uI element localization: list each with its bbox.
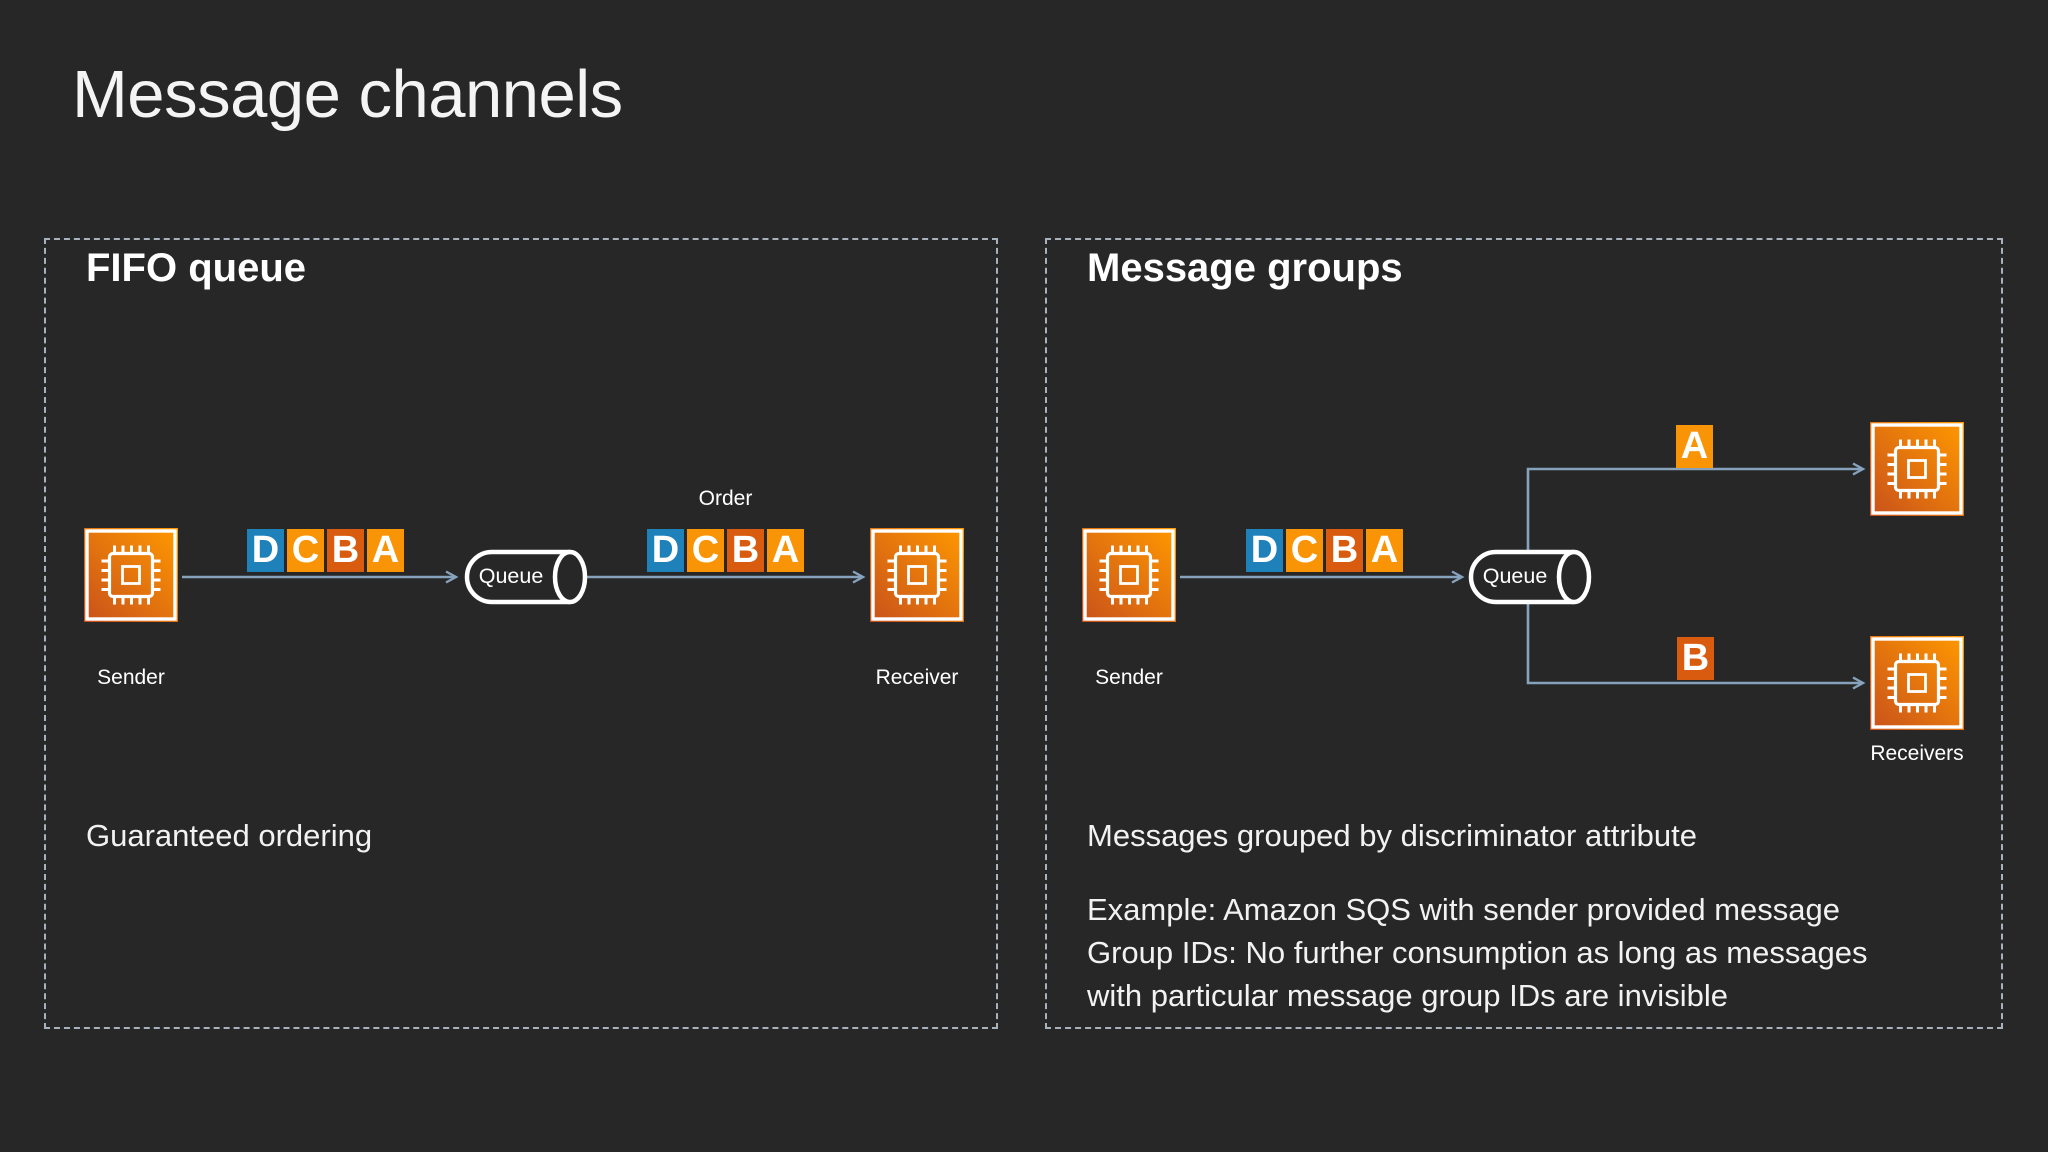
message-block-a: A: [367, 529, 404, 572]
arrow-group-a-branch: [1526, 462, 1866, 553]
message-groups-panel-heading: Message groups: [1087, 246, 1403, 290]
queue-cylinder-end-icon: [1556, 549, 1592, 605]
message-sequence: D C B A: [647, 529, 804, 572]
example-text-line: Example: Amazon SQS with sender provided…: [1087, 892, 1840, 927]
order-label: Order: [698, 487, 753, 510]
processor-chip-icon: [1870, 636, 1964, 730]
receiver-a-icon: [1870, 422, 1964, 516]
message-block-c: C: [287, 529, 324, 572]
sender-label: Sender: [1095, 666, 1163, 689]
message-block-d: D: [247, 529, 284, 572]
receivers-label: Receivers: [1870, 742, 1964, 765]
group-a-badge: A: [1676, 425, 1713, 468]
queue-cylinder-end-icon: [552, 549, 588, 605]
message-block-c: C: [687, 529, 724, 572]
sender-icon: [1082, 528, 1176, 622]
sender-label: Sender: [97, 666, 165, 689]
message-block-a: A: [1366, 529, 1403, 572]
sender-icon: [84, 528, 178, 622]
queue-label: Queue: [1482, 564, 1548, 588]
message-block-b: B: [1326, 529, 1363, 572]
queue-cylinder-icon: [1468, 549, 1574, 605]
example-text: Example: Amazon SQS with sender provided…: [1087, 888, 1868, 1017]
queue-label: Queue: [478, 564, 544, 588]
groups-caption: Messages grouped by discriminator attrib…: [1087, 818, 1697, 853]
processor-chip-icon: [1870, 422, 1964, 516]
example-text-line: with particular message group IDs are in…: [1087, 978, 1728, 1013]
message-block-c: C: [1286, 529, 1323, 572]
receiver-label: Receiver: [875, 666, 959, 689]
fifo-panel-heading: FIFO queue: [86, 246, 306, 290]
processor-chip-icon: [84, 528, 178, 622]
receiver-b-icon: [1870, 636, 1964, 730]
page-title: Message channels: [72, 57, 623, 132]
message-groups-panel: [1045, 238, 2003, 1029]
example-text-line: Group IDs: No further consumption as lon…: [1087, 935, 1868, 970]
group-b-badge: B: [1677, 637, 1714, 680]
message-block-b: B: [327, 529, 364, 572]
receiver-icon: [870, 528, 964, 622]
message-block-d: D: [1246, 529, 1283, 572]
message-block-a: A: [767, 529, 804, 572]
queue-cylinder-icon: [464, 549, 570, 605]
fifo-queue-panel: [44, 238, 998, 1029]
message-block-d: D: [647, 529, 684, 572]
fifo-caption: Guaranteed ordering: [86, 818, 373, 853]
message-sequence: D C B A: [1246, 529, 1403, 572]
processor-chip-icon: [870, 528, 964, 622]
message-sequence: D C B A: [247, 529, 404, 572]
message-block-b: B: [727, 529, 764, 572]
arrow-group-b-branch: [1526, 601, 1866, 690]
processor-chip-icon: [1082, 528, 1176, 622]
